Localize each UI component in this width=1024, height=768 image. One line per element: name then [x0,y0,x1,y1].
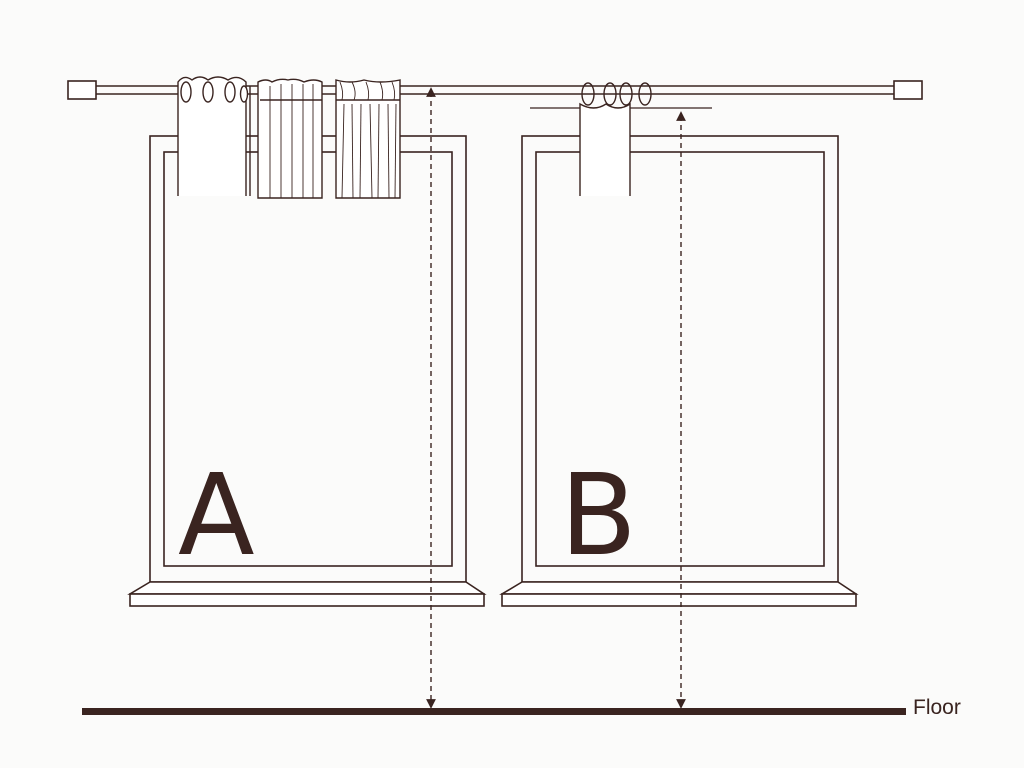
floor-line [82,708,906,715]
window-b [499,135,859,607]
curtain-tab-top-panel [249,78,323,199]
window-a-sill-front [129,593,485,607]
label-option-a: A [178,451,255,581]
window-b-sill-front [501,593,857,607]
curtain-rod-pocket-panel [335,79,401,199]
curtain-grommet-panel [177,76,249,196]
rod-end-cap-right [893,80,923,100]
curtain-ring-panel [530,82,712,196]
label-option-b: B [560,451,637,581]
rod-end-cap-left [67,80,97,100]
window-b-sill-top [499,581,859,595]
floor-label: Floor [913,696,961,719]
